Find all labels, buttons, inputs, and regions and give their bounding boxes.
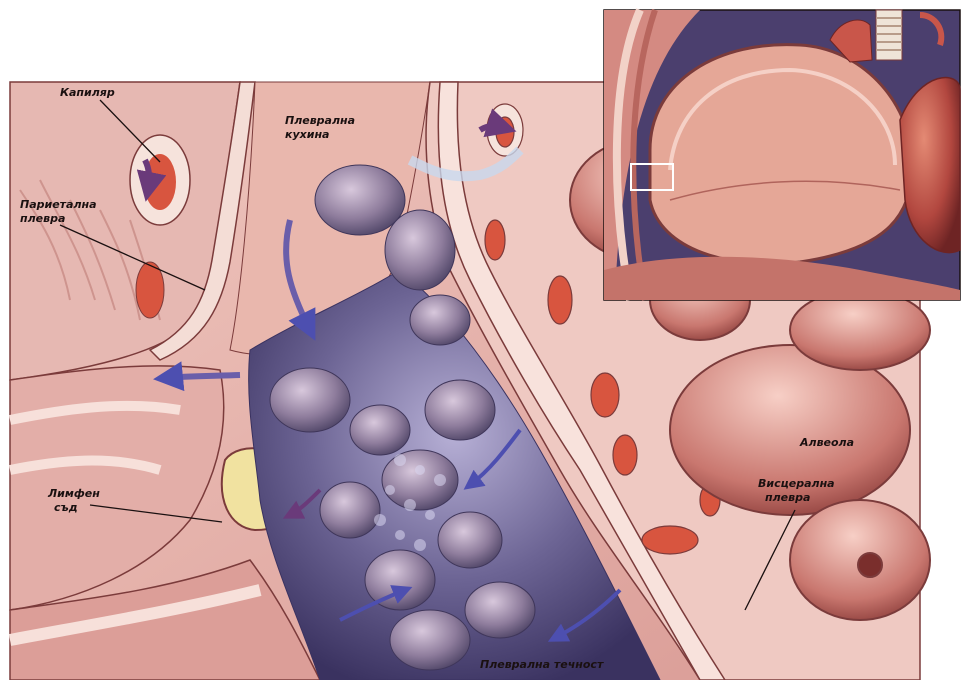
label-parietal-pleura-1: Париетална — [20, 198, 97, 211]
inset-lung — [650, 45, 912, 264]
inset-panel — [604, 10, 960, 300]
label-lymph-vessel-1: Лимфен — [47, 487, 100, 500]
label-lymph-vessel-2: съд — [54, 501, 78, 514]
label-pleural-cavity-2: кухина — [285, 128, 329, 141]
label-alveolus: Алвеола — [799, 436, 854, 449]
label-visceral-pleura-2: плевра — [765, 491, 810, 504]
label-pleural-fluid: Плеврална течност — [480, 658, 604, 671]
capillary-vessel — [130, 135, 190, 225]
label-parietal-pleura-2: плевра — [20, 212, 65, 225]
label-visceral-pleura-1: Висцерална — [758, 477, 835, 490]
label-capillary: Капиляр — [60, 86, 115, 99]
label-pleural-cavity-1: Плеврална — [285, 114, 355, 127]
